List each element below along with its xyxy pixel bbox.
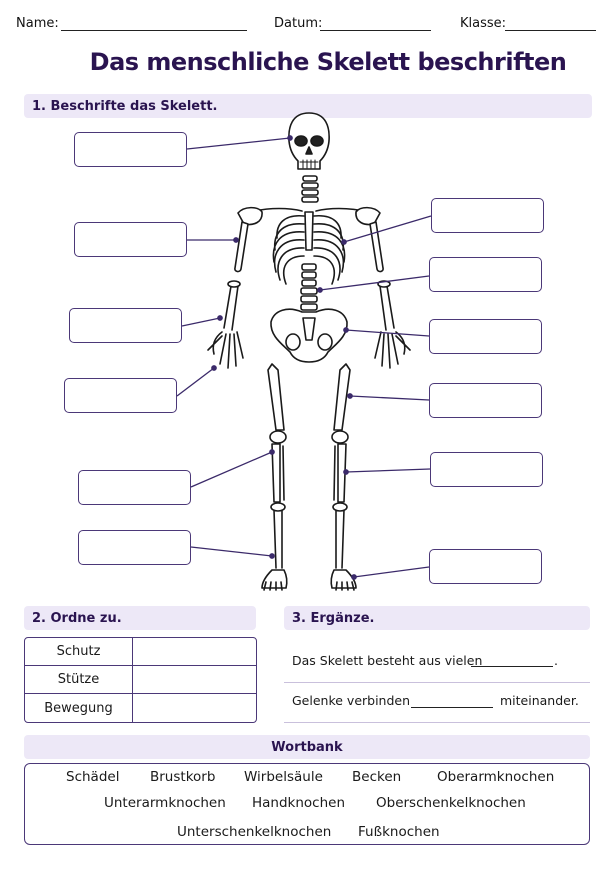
sentence1-start: Das Skelett besteht aus vielen <box>292 653 483 668</box>
wordbank-word: Handknochen <box>252 795 346 811</box>
page-title: Das menschliche Skelett beschriften <box>89 48 567 76</box>
wordbank-word: Wirbelsäule <box>244 769 323 785</box>
label-box-pelvis[interactable] <box>429 319 542 354</box>
table-cell-answer[interactable] <box>133 666 256 693</box>
wordbank-word: Unterschenkelknochen <box>177 824 332 840</box>
label-box-hand[interactable] <box>64 378 177 413</box>
section2-title: 2. Ordne zu. <box>32 611 122 626</box>
blank-1[interactable] <box>471 666 553 667</box>
wordbank-word: Unterarmknochen <box>104 795 226 811</box>
wordbank-box <box>24 763 590 845</box>
label-box-thigh[interactable] <box>429 383 542 418</box>
table-cell-answer[interactable] <box>133 694 256 722</box>
sentence2-end: miteinander. <box>500 693 579 708</box>
label-box-forearm[interactable] <box>69 308 182 343</box>
label-box-foot[interactable] <box>429 549 542 584</box>
table-row: Stütze <box>25 666 256 694</box>
date-line[interactable] <box>320 30 431 31</box>
sentence1-end: . <box>554 653 558 668</box>
wordbank-word: Fußknochen <box>358 824 440 840</box>
table-cell-function: Schutz <box>25 638 133 665</box>
label-box-rib-cage[interactable] <box>431 198 544 233</box>
class-label: Klasse: <box>460 16 507 31</box>
section3-header <box>284 606 590 630</box>
class-line[interactable] <box>505 30 596 31</box>
table-cell-answer[interactable] <box>133 638 256 665</box>
label-box-skull[interactable] <box>74 132 187 167</box>
divider <box>284 682 590 683</box>
label-box-spine[interactable] <box>429 257 542 292</box>
wordbank-word: Becken <box>352 769 402 785</box>
wordbank-word: Oberschenkelknochen <box>376 795 526 811</box>
section2-header <box>24 606 256 630</box>
blank-2[interactable] <box>411 707 493 708</box>
wordbank-word: Oberarmknochen <box>437 769 555 785</box>
section1-title: 1. Beschrifte das Skelett. <box>32 99 218 114</box>
section3-title: 3. Ergänze. <box>292 611 375 626</box>
table-cell-function: Bewegung <box>25 694 133 722</box>
date-label: Datum: <box>274 16 323 31</box>
match-table: Schutz Stütze Bewegung <box>24 637 257 723</box>
table-row: Schutz <box>25 638 256 666</box>
sentence2-start: Gelenke verbinden <box>292 693 411 708</box>
wordbank-word: Brustkorb <box>150 769 216 785</box>
wordbank-title: Wortbank <box>271 740 343 755</box>
name-label: Name: <box>16 16 59 31</box>
name-line[interactable] <box>61 30 247 31</box>
table-cell-function: Stütze <box>25 666 133 693</box>
wordbank-header <box>24 735 590 759</box>
wordbank-word: Schädel <box>66 769 120 785</box>
label-box-upper-arm[interactable] <box>74 222 187 257</box>
label-box-ankle[interactable] <box>78 530 191 565</box>
label-box-lower-leg[interactable] <box>78 470 191 505</box>
table-row: Bewegung <box>25 694 256 722</box>
divider <box>284 722 590 723</box>
label-box-shin[interactable] <box>430 452 543 487</box>
